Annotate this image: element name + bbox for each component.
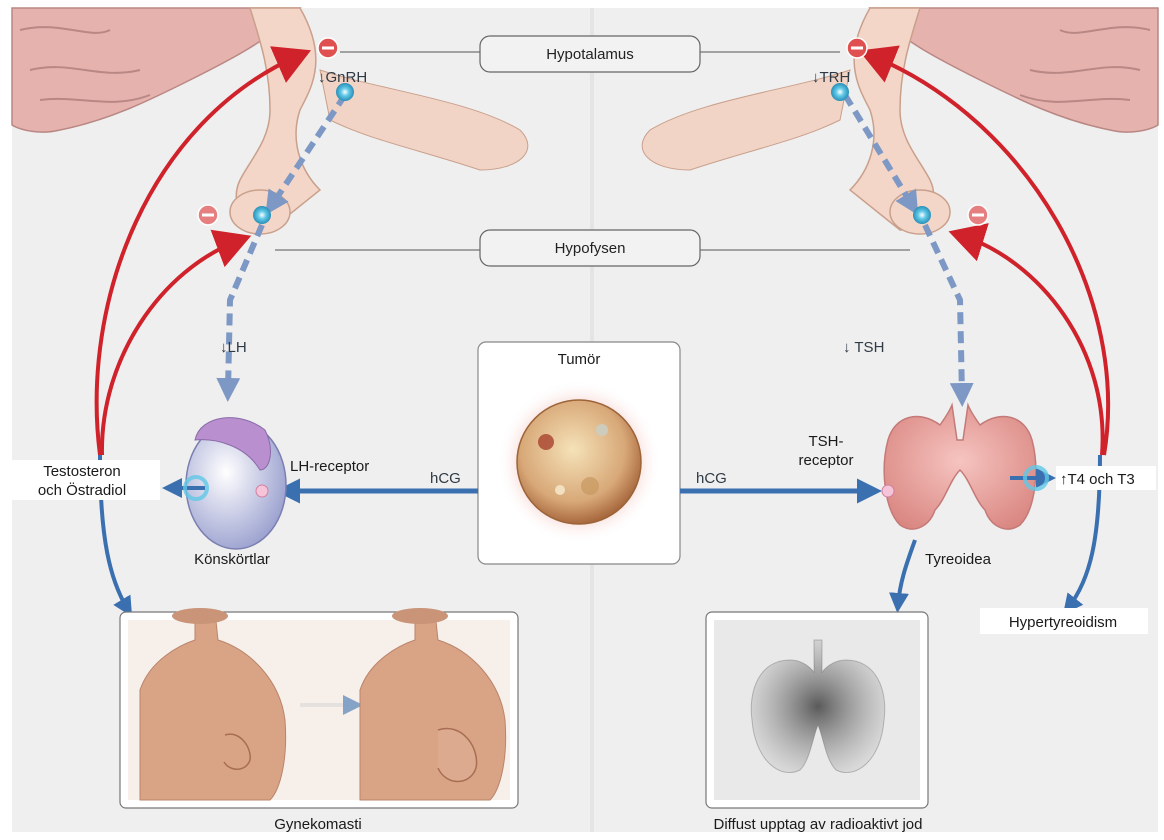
hcg-label-left: hCG xyxy=(430,470,461,487)
gnrh-label: ↓GnRH xyxy=(318,69,367,86)
gynekomasti-panel xyxy=(120,608,518,808)
tyreoidea-label: Tyreoidea xyxy=(925,551,992,568)
hypertyreoidism-label: Hypertyreoidism xyxy=(1009,614,1117,631)
minus-icon xyxy=(318,38,338,58)
tsh-label: ↓ TSH xyxy=(843,339,884,356)
diffust-label: Diffust upptag av radioaktivt jod xyxy=(713,816,922,833)
minus-icon xyxy=(968,205,988,225)
tumor-illustration xyxy=(517,400,641,524)
trh-label: ↓TRH xyxy=(812,69,850,86)
tumor-box: Tumör xyxy=(478,342,680,564)
pituitary-node-left xyxy=(253,206,271,224)
minus-icon xyxy=(198,205,218,225)
tsh-receptor-label-line2: receptor xyxy=(798,452,853,469)
hypofysen-label: Hypofysen xyxy=(555,240,626,257)
t4-t3-label: ↑T4 och T3 xyxy=(1060,471,1135,488)
hcg-label-right: hCG xyxy=(696,470,727,487)
minus-icon xyxy=(847,38,867,58)
konskortlar-label: Könskörtlar xyxy=(194,551,270,568)
tumor-label: Tumör xyxy=(558,351,601,368)
testosteron-label-line2: och Östradiol xyxy=(38,481,126,499)
tsh-receptor-label-line1: TSH- xyxy=(809,433,844,450)
testosteron-label-line1: Testosteron xyxy=(43,463,121,480)
hypofysen-label-box: Hypofysen xyxy=(480,230,700,266)
lh-label: ↓LH xyxy=(220,339,247,356)
pituitary-node-right xyxy=(913,206,931,224)
lh-receptor-label: LH-receptor xyxy=(290,458,369,475)
radioiod-scan-panel xyxy=(706,612,928,808)
hypotalamus-label: Hypotalamus xyxy=(546,46,634,63)
hypotalamus-label-box: Hypotalamus xyxy=(480,36,700,72)
gynekomasti-label: Gynekomasti xyxy=(274,816,362,833)
